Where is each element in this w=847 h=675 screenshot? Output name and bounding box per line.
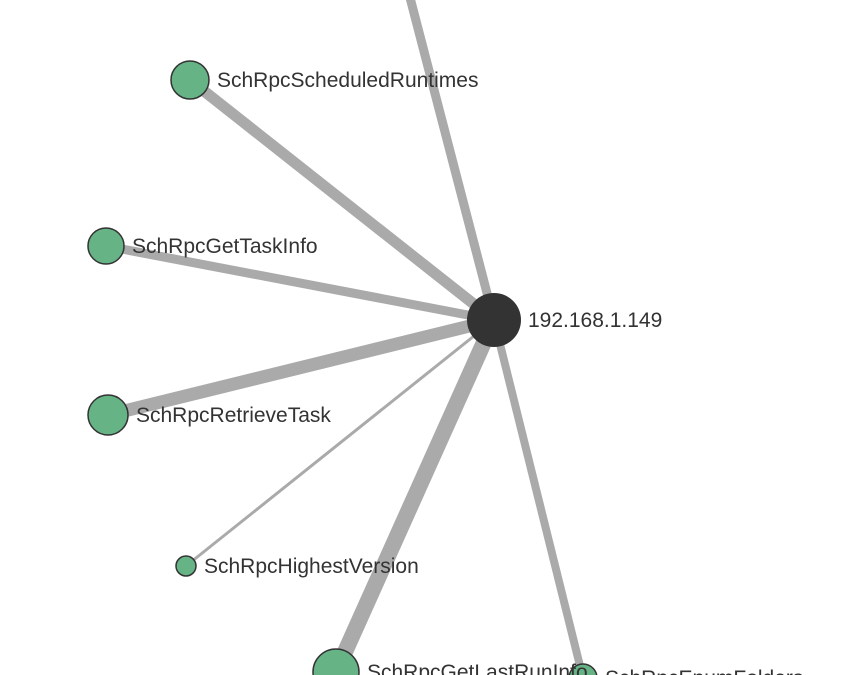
edge-n5 — [490, 319, 587, 675]
graph-node[interactable] — [312, 648, 360, 675]
graph-node[interactable] — [87, 227, 125, 265]
node-label: SchRpcGetTaskInfo — [132, 235, 318, 258]
center-node-label: 192.168.1.149 — [528, 309, 662, 332]
edge-offscreen — [405, 0, 499, 322]
edge-layer — [105, 0, 587, 675]
graph-node[interactable] — [175, 555, 197, 577]
node-label: SchRpcRetrieveTask — [136, 404, 331, 427]
edge-n3 — [185, 318, 495, 568]
node-label: SchRpcScheduledRuntimes — [217, 69, 478, 92]
graph-node[interactable] — [87, 394, 129, 436]
node-label: SchRpcGetLastRunInfo — [367, 661, 588, 675]
edge-n4 — [328, 316, 502, 675]
node-layer — [87, 60, 598, 675]
edge-n0 — [186, 75, 498, 325]
graph-node[interactable] — [170, 60, 210, 100]
node-label: SchRpcHighestVersion — [204, 555, 419, 578]
center-node[interactable] — [467, 293, 521, 347]
edge-n1 — [105, 241, 495, 325]
label-layer: SchRpcScheduledRuntimesSchRpcGetTaskInfo… — [132, 69, 803, 675]
graph-node[interactable] — [568, 663, 598, 675]
node-label: SchRpcEnumFolders — [605, 667, 803, 675]
edge-n2 — [106, 313, 496, 422]
